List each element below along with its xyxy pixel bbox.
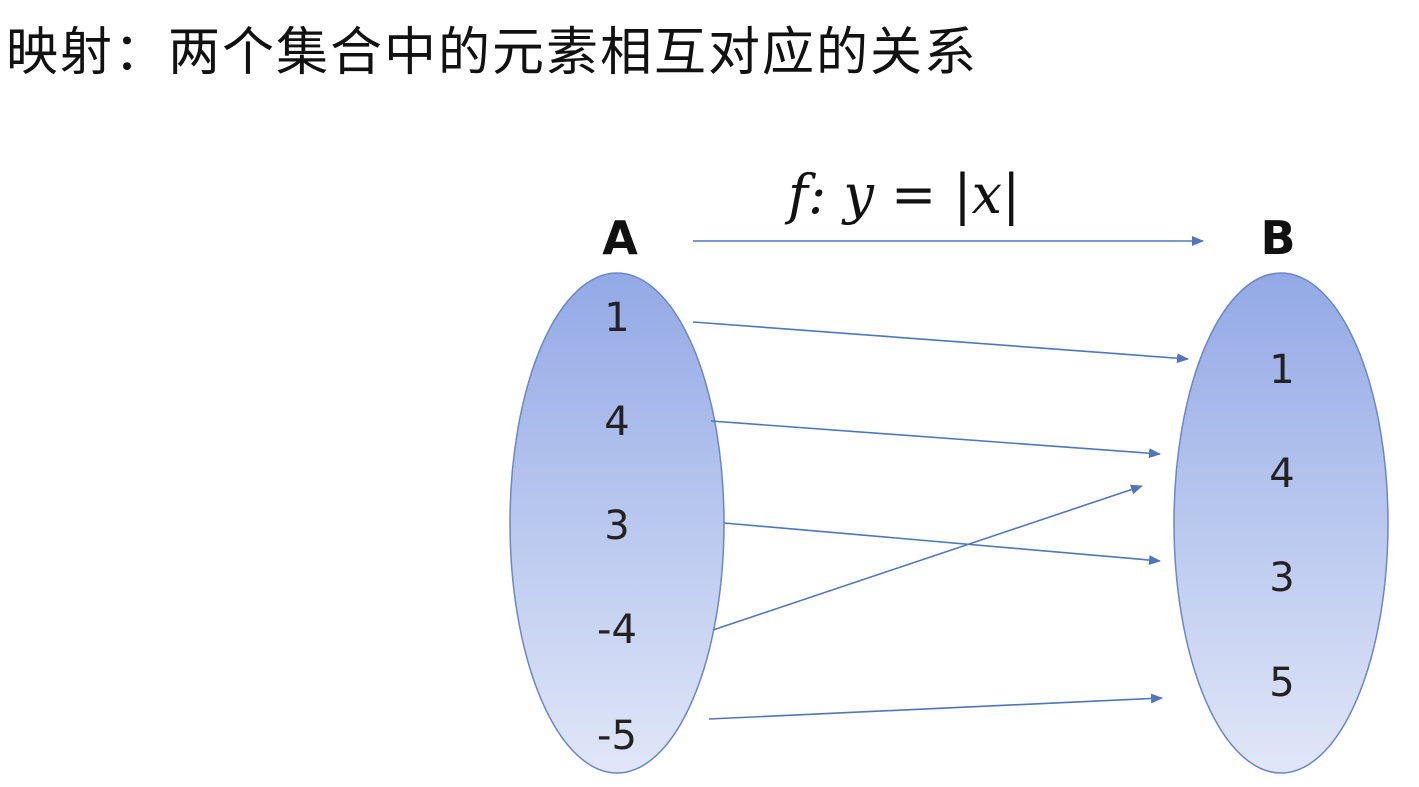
set-a-element: 4 bbox=[604, 399, 629, 445]
set-b-label: B bbox=[1260, 211, 1295, 265]
mapping-formula: f: y = |x| bbox=[784, 163, 1020, 226]
set-a-element: -4 bbox=[597, 607, 637, 653]
mapping-arrow-neg5-to-5 bbox=[708, 693, 1163, 720]
set-b-ellipse bbox=[1173, 272, 1389, 774]
set-a-element: 3 bbox=[604, 503, 629, 549]
mapping-arrow-4-to-4 bbox=[710, 420, 1161, 459]
set-a-element: -5 bbox=[597, 713, 637, 759]
heading-title: 映射：两个集合中的元素相互对应的关系 bbox=[6, 23, 979, 83]
mapping-arrow-neg4-to-4 bbox=[712, 484, 1143, 631]
set-b-element: 3 bbox=[1269, 555, 1294, 601]
mapping-arrow-1-to-1 bbox=[692, 321, 1189, 364]
mapping-arrow-3-to-3 bbox=[723, 522, 1161, 566]
set-b-element: 5 bbox=[1269, 660, 1294, 706]
set-b-element: 1 bbox=[1269, 347, 1294, 393]
set-a-element: 1 bbox=[604, 295, 629, 341]
set-a-label: A bbox=[602, 211, 638, 265]
set-b-element: 4 bbox=[1269, 451, 1294, 497]
